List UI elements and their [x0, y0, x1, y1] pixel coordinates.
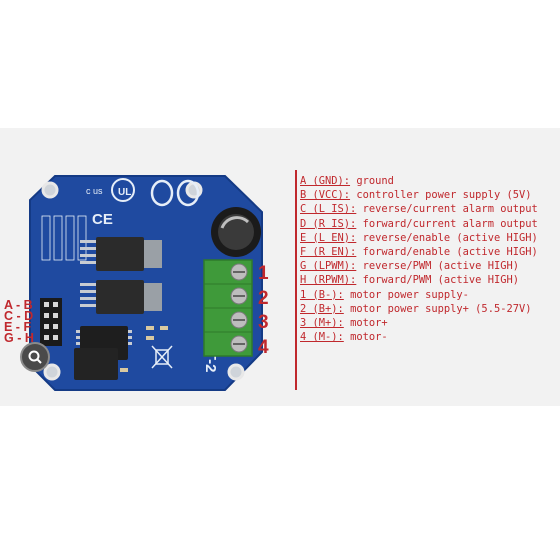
legend-key: F (R EN): [300, 245, 357, 258]
legend-text: motor- [350, 331, 388, 344]
ul-mark-small-text: c us [86, 186, 103, 196]
pin-label-cd: C - D [4, 309, 34, 323]
terminal-label-2: 2 [258, 287, 269, 309]
legend-row: 3 (M+): motor+ [300, 316, 558, 330]
legend-row: B (VCC): controller power supply (5V) [300, 188, 558, 202]
legend-row: F (R EN): forward/enable (active HIGH) [300, 245, 558, 259]
legend-row: 4 (M-): motor- [300, 330, 558, 344]
legend-text: motor power supply+ (5.5-27V) [350, 302, 532, 315]
ce-mark: CE [92, 211, 113, 228]
header-pins [40, 298, 62, 346]
legend-row: H (RPWM): forward/PWM (active HIGH) [300, 273, 558, 287]
legend-key: D (R IS): [300, 217, 357, 230]
legend-key: B (VCC): [300, 189, 351, 202]
legend-key: H (RPWM): [300, 274, 357, 287]
silkscreen-labels [41, 215, 87, 261]
legend-key: C (L IS): [300, 203, 357, 216]
legend-text: motor+ [350, 316, 388, 329]
legend-text: ground [356, 175, 394, 187]
lens-glyph [28, 350, 42, 364]
legend-key: G (LPWM): [300, 260, 357, 273]
legend-text: motor power supply- [350, 288, 469, 301]
legend-key: E (L EN): [300, 231, 357, 244]
motor-driver-board: UL c us CE [29, 175, 263, 391]
legend-key: 1 (B-): [300, 288, 344, 301]
pin-legend: A (GND): ground B (VCC): controller powe… [300, 174, 558, 344]
legend-key: 2 (B+): [300, 302, 344, 315]
terminal-annotations: 1 2 3 4 [258, 262, 269, 360]
terminal-block [203, 259, 253, 357]
legend-row: D (R IS): forward/current alarm output [300, 217, 558, 231]
driver-ics [74, 326, 132, 380]
legend-text: reverse/PWM (active HIGH) [362, 260, 519, 273]
ul-mark [111, 178, 135, 202]
infinity-logo-icon [150, 179, 200, 207]
legend-row: G (LPWM): reverse/PWM (active HIGH) [300, 259, 558, 273]
terminal-label-1: 1 [258, 263, 269, 284]
legend-text: forward/current alarm output [362, 217, 538, 230]
legend-row: C (L IS): reverse/current alarm output [300, 202, 558, 216]
header-pin-annotations: A - B C - D E - F G - H [4, 298, 34, 345]
terminal-label-3: 3 [258, 312, 269, 333]
legend-row: A (GND): ground [300, 174, 558, 188]
mosfet-chips [80, 237, 162, 314]
legend-text: forward/enable (active HIGH) [362, 245, 538, 258]
capacitor [211, 207, 261, 257]
google-lens-icon[interactable] [20, 342, 50, 372]
legend-key: 3 (M+): [300, 316, 344, 329]
legend-row: E (L EN): reverse/enable (active HIGH) [300, 231, 558, 245]
pin-label-ab: A - B [4, 298, 33, 312]
board-photo: UL c us CE [0, 128, 290, 406]
legend-divider [295, 170, 297, 390]
pin-label-gh: G - H [4, 331, 34, 345]
ul-mark-text: UL [118, 187, 131, 198]
weee-bin-icon [151, 345, 173, 369]
legend-text: reverse/current alarm output [362, 203, 538, 216]
legend-text: reverse/enable (active HIGH) [362, 231, 538, 244]
legend-text: forward/PWM (active HIGH) [362, 274, 519, 287]
terminal-label-4: 4 [258, 336, 269, 358]
smd-components [120, 326, 168, 372]
pin-label-ef: E - F [4, 320, 32, 334]
legend-key: 4 (M-): [300, 331, 344, 344]
legend-text: controller power supply (5V) [356, 189, 532, 202]
legend-row: 1 (B-): motor power supply- [300, 288, 558, 302]
legend-key: A (GND): [300, 175, 351, 187]
legend-row: 2 (B+): motor power supply+ (5.5-27V) [300, 302, 558, 316]
